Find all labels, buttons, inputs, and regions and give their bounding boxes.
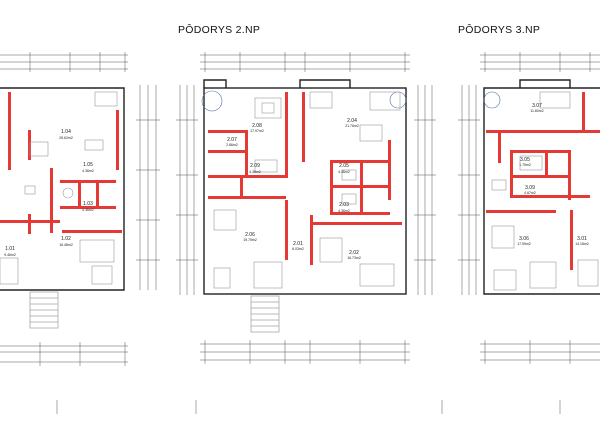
room-number: 1.02 bbox=[61, 236, 71, 242]
plan2-furniture bbox=[213, 91, 401, 289]
plan3-top-dimensions bbox=[480, 52, 600, 72]
plan3-interior-walls bbox=[486, 92, 600, 270]
plan1-bottom-dimensions bbox=[0, 342, 128, 414]
room-number: 1.05 bbox=[83, 162, 93, 168]
room-number: 2.07 bbox=[227, 137, 237, 143]
room-number: 2.05 bbox=[339, 163, 349, 169]
room-area: 14.18m2 bbox=[575, 242, 589, 246]
room-number: 1.01 bbox=[5, 246, 15, 252]
room-area: 16.73m2 bbox=[347, 256, 361, 260]
room-area: 21.76m2 bbox=[345, 124, 359, 128]
room-area: 17.97m2 bbox=[250, 129, 264, 133]
room-area: 16.48m2 bbox=[59, 243, 73, 247]
room-number: 3.05 bbox=[520, 157, 530, 163]
plan3-outer-walls bbox=[483, 79, 600, 295]
plan2-outer-walls bbox=[203, 79, 407, 295]
room-area: 4.38m2 bbox=[249, 170, 261, 174]
plan3-furniture bbox=[491, 91, 599, 291]
plan2-bottom-dimensions bbox=[195, 340, 443, 414]
room-number: 3.06 bbox=[519, 236, 529, 242]
room-number: 3.01 bbox=[577, 236, 587, 242]
plan2-top-dimensions bbox=[200, 52, 410, 72]
plan1-top-dimensions bbox=[0, 52, 128, 72]
room-number: 2.06 bbox=[245, 232, 255, 238]
room-area: 17.59m2 bbox=[517, 242, 531, 246]
room-number: 1.03 bbox=[83, 201, 93, 207]
plan3-left-dimensions bbox=[458, 85, 480, 295]
room-area: 25.62m2 bbox=[59, 136, 73, 140]
room-area: 6.03m2 bbox=[292, 247, 304, 251]
plan2-side-dimensions bbox=[176, 85, 436, 295]
room-area: 4.36m2 bbox=[338, 170, 350, 174]
room-number: 1.04 bbox=[61, 129, 71, 135]
plan1-entrance-stairs bbox=[29, 291, 59, 329]
room-area: 9.46m2 bbox=[4, 253, 16, 257]
plan2-interior-walls bbox=[208, 92, 402, 265]
room-number: 2.03 bbox=[339, 202, 349, 208]
room-area: 4.36m2 bbox=[82, 208, 94, 212]
plan2-entrance-stairs bbox=[250, 295, 280, 333]
room-area: 19.75m2 bbox=[243, 238, 257, 242]
room-number: 2.01 bbox=[293, 241, 303, 247]
plan3-room-labels: 3.07 11.80m2 3.05 1.75m2 3.09 4.67m2 3.0… bbox=[517, 103, 589, 246]
room-area: 4.36m2 bbox=[82, 169, 94, 173]
room-number: 3.09 bbox=[525, 185, 535, 191]
plan1-outer-walls bbox=[0, 87, 125, 291]
floor-plan-2np: 2.08 17.97m2 2.04 21.76m2 2.07 2.86m2 2.… bbox=[176, 52, 443, 414]
room-number: 2.02 bbox=[349, 250, 359, 256]
room-number: 2.08 bbox=[252, 123, 262, 129]
room-number: 2.09 bbox=[250, 163, 260, 169]
room-area: 2.86m2 bbox=[226, 143, 238, 147]
plan3-bay-windows bbox=[483, 91, 501, 109]
plan3-bottom-dimensions bbox=[480, 340, 600, 414]
room-area: 4.67m2 bbox=[524, 191, 536, 195]
plan1-furniture bbox=[0, 91, 118, 285]
plan1-interior-walls bbox=[0, 92, 122, 234]
room-area: 1.75m2 bbox=[519, 163, 531, 167]
floor-plan-1np: 1.04 25.62m2 1.05 4.36m2 1.03 4.36m2 1.0… bbox=[0, 52, 160, 414]
room-area: 4.36m2 bbox=[338, 209, 350, 213]
room-number: 2.04 bbox=[347, 118, 357, 124]
plan1-room-labels: 1.04 25.62m2 1.05 4.36m2 1.03 4.36m2 1.0… bbox=[4, 129, 94, 257]
floor-plan-3np: 3.07 11.80m2 3.05 1.75m2 3.09 4.67m2 3.0… bbox=[458, 52, 600, 414]
plan1-right-dimensions bbox=[136, 85, 160, 290]
floor-plan-3np-title: PÔDORYS 3.NP bbox=[458, 24, 541, 36]
room-area: 11.80m2 bbox=[530, 109, 543, 113]
room-number: 3.07 bbox=[532, 103, 542, 109]
floor-plan-2np-title: PÔDORYS 2.NP bbox=[178, 24, 261, 36]
plan2-room-labels: 2.08 17.97m2 2.04 21.76m2 2.07 2.86m2 2.… bbox=[226, 118, 361, 260]
